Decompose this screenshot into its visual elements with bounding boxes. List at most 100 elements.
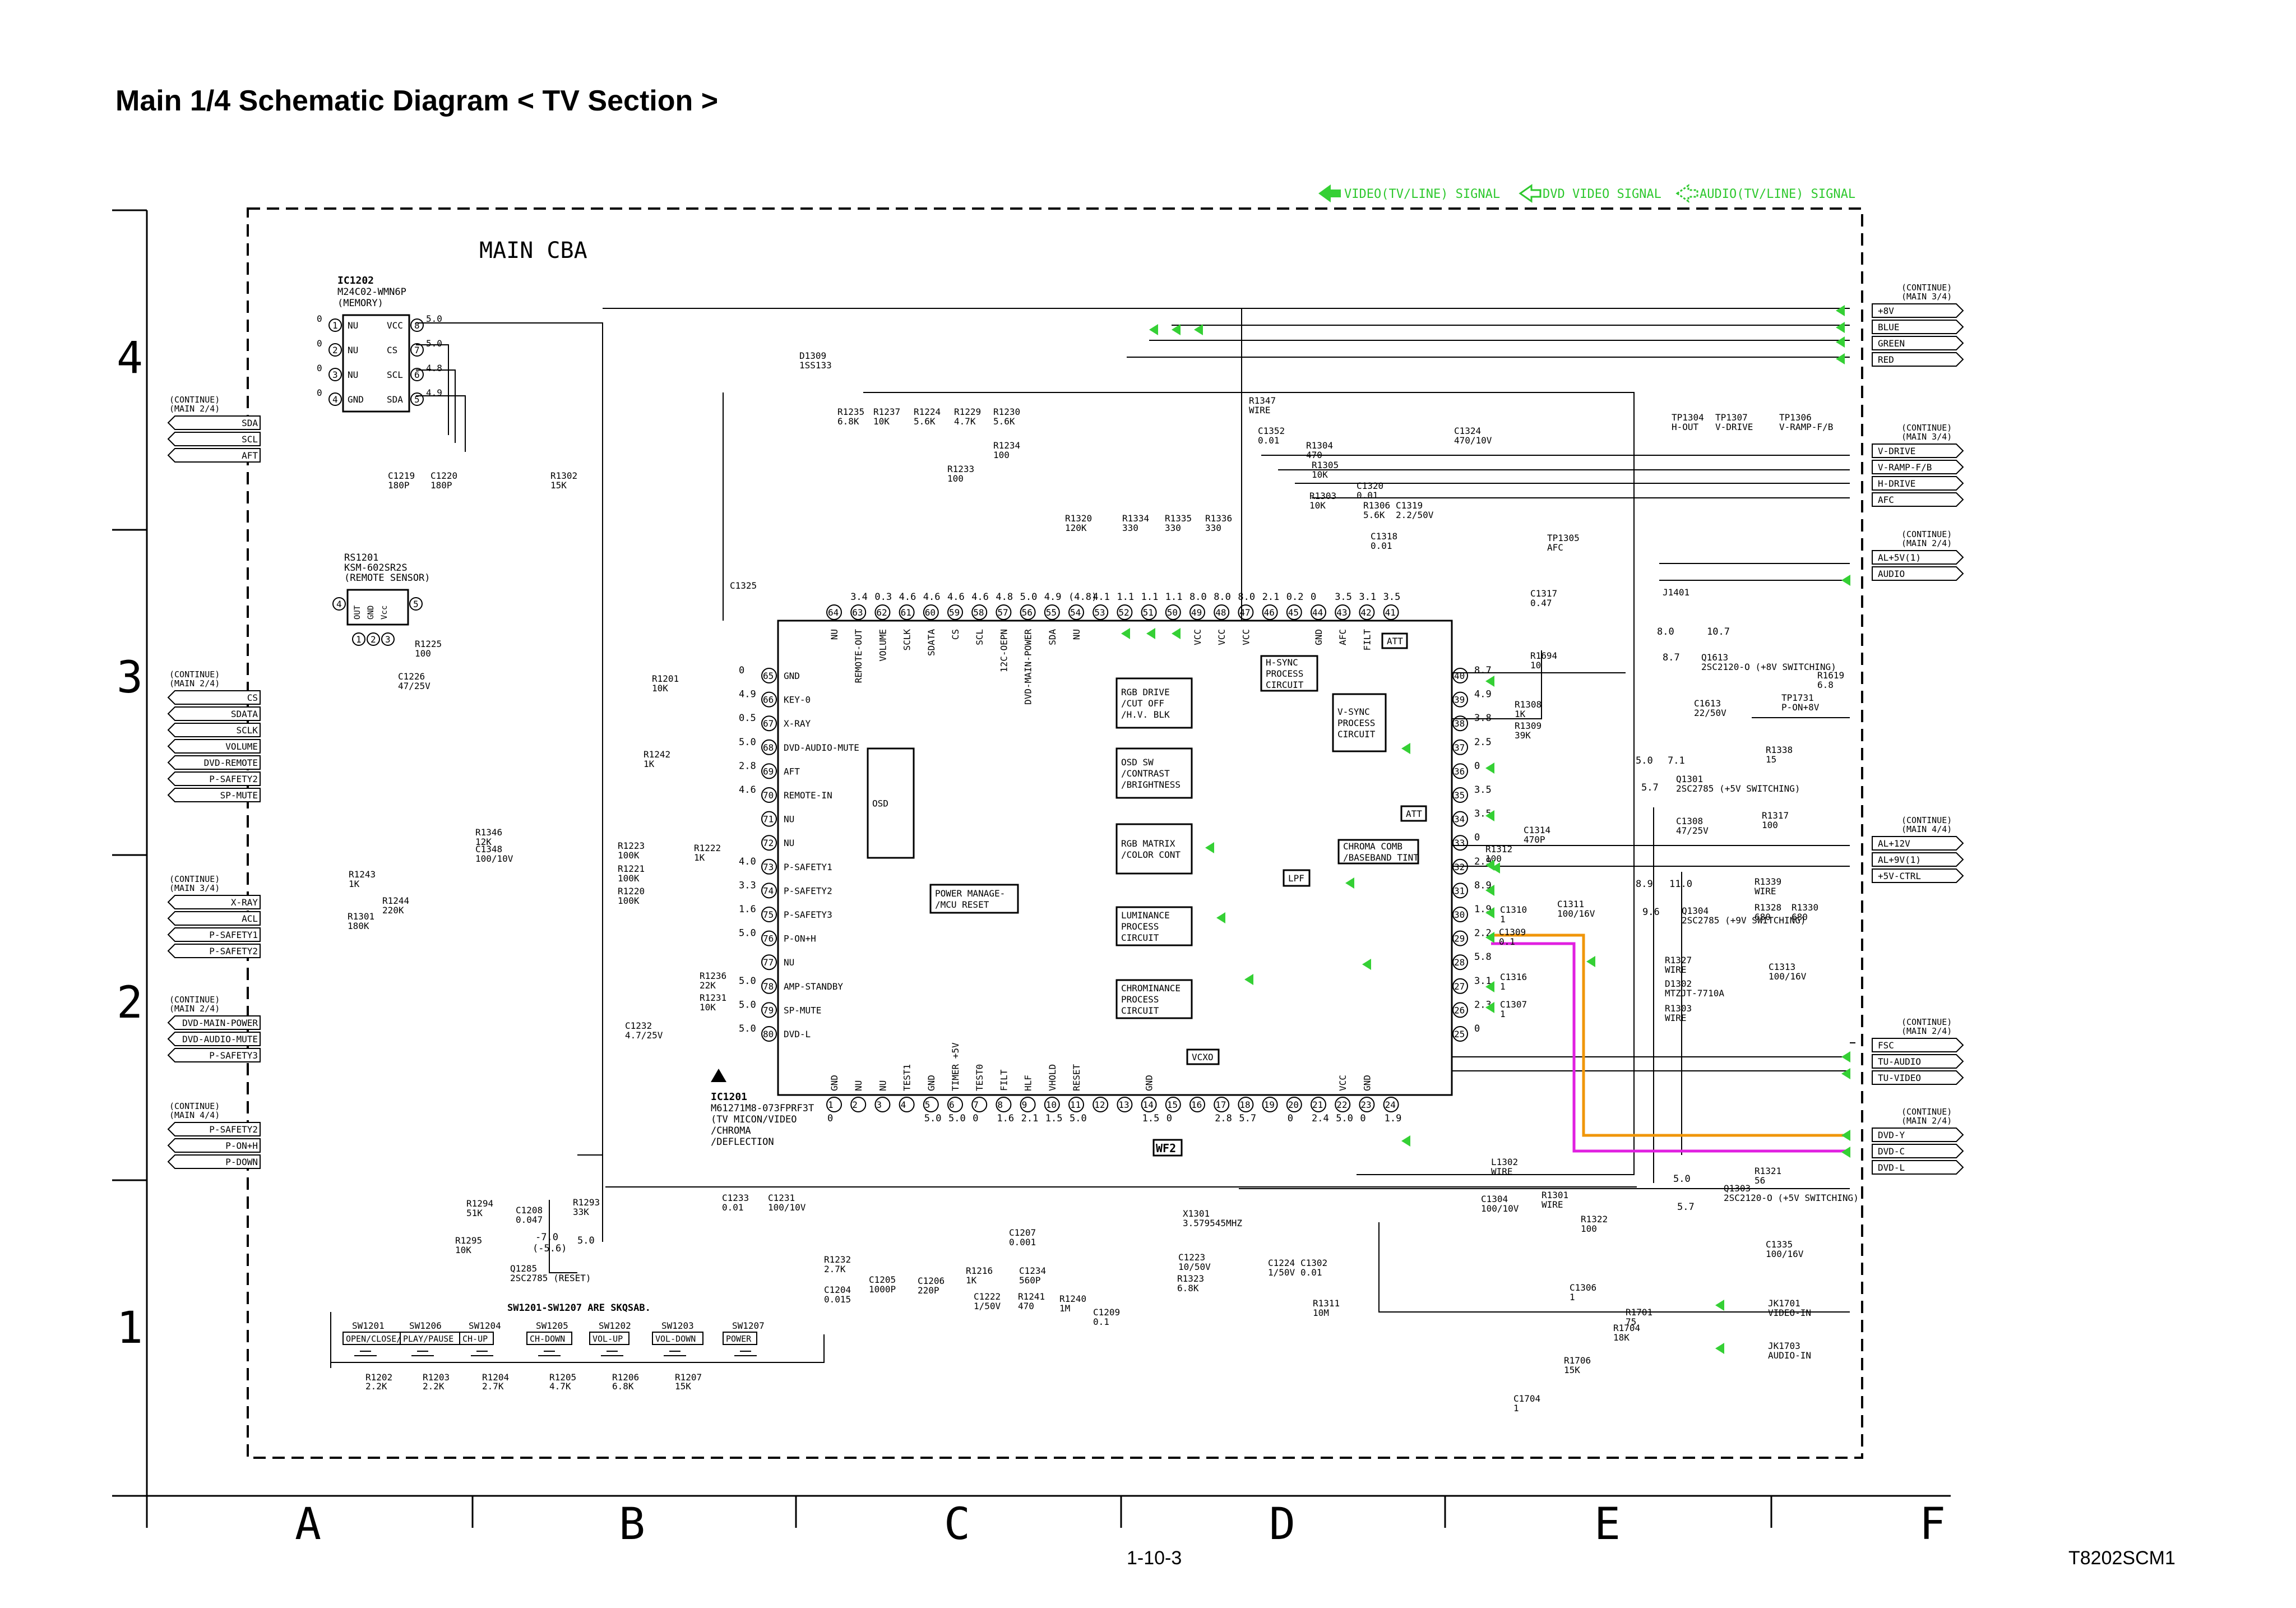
component-ref: R1230 xyxy=(993,406,1020,417)
component-value: 100 xyxy=(1581,1223,1597,1234)
signal-legend: VIDEO(TV/LINE) SIGNAL DVD VIDEO SIGNAL A… xyxy=(1318,184,1855,203)
pin-name: DVD-L xyxy=(784,1029,811,1039)
connector-signal: FSC xyxy=(1878,1040,1894,1051)
connector-signal: AFT xyxy=(242,450,258,461)
switch-ref: SW1201 xyxy=(352,1320,385,1331)
component-value: 470 xyxy=(1018,1301,1034,1311)
component-value: 10K xyxy=(873,416,890,427)
block-rgb-drive: RGB DRIVE/CUT OFF/H.V. BLK xyxy=(1115,677,1193,729)
component-ref: R1701 xyxy=(1626,1307,1652,1318)
pin-name: NU xyxy=(784,957,794,968)
pin-voltage: 4.9 xyxy=(1044,592,1062,603)
component-ref: R1241 xyxy=(1018,1291,1045,1302)
pin-voltage: 8.0 xyxy=(1238,592,1255,603)
legend-video-label: VIDEO(TV/LINE) SIGNAL xyxy=(1344,187,1500,201)
component-value: 100/16V xyxy=(1769,971,1807,982)
component-value: 22K xyxy=(700,980,716,991)
component-ref: R1301 xyxy=(1542,1190,1568,1200)
switch-resistor-value: 2.2K xyxy=(423,1381,445,1392)
component-ref: R1308 xyxy=(1515,699,1542,710)
block-label: PROCESS xyxy=(1121,921,1159,932)
pin-voltage: 8.0 xyxy=(1214,592,1231,603)
component-value: 15K xyxy=(1564,1365,1580,1375)
signal-arrow-icon xyxy=(1194,324,1203,335)
document-code: T8202SCM1 xyxy=(2068,1547,2175,1569)
pin-number: 31 xyxy=(1454,885,1465,896)
pin-voltage: 3.5 xyxy=(1335,592,1352,603)
component-value: 560P xyxy=(1019,1275,1041,1286)
pin-number: 29 xyxy=(1454,934,1465,944)
component-ref: R1301 xyxy=(348,911,374,922)
pin-number: 71 xyxy=(763,814,774,825)
pin-number: 42 xyxy=(1360,607,1371,618)
pin-voltage: 3.3 xyxy=(739,880,756,891)
component-ref: R1221 xyxy=(618,863,645,874)
legend-audio-label: AUDIO(TV/LINE) SIGNAL xyxy=(1700,187,1855,201)
ic1201-desc-1: (TV MICON/VIDEO xyxy=(711,1114,797,1125)
pin-voltage: 5.0 xyxy=(1336,1113,1353,1124)
pin-number: 21 xyxy=(1312,1099,1323,1110)
signal-arrow-icon xyxy=(1362,959,1371,970)
component-value: 680 xyxy=(1792,912,1808,922)
component-value: 1/50V xyxy=(974,1301,1001,1311)
right-connector-group: (CONTINUE)(MAIN 2/4)AL+5V(1)AUDIO xyxy=(1872,529,1964,581)
component-value: 47/25V xyxy=(1676,825,1709,836)
pin-voltage: 5.0 xyxy=(1070,1113,1087,1124)
connector-header: (MAIN 3/4) xyxy=(169,883,220,893)
block-att1: ATT xyxy=(1381,632,1408,649)
ic1202-desc: (MEMORY) xyxy=(337,298,383,309)
pin-number: 61 xyxy=(901,607,911,618)
block-label: /H.V. BLK xyxy=(1121,709,1170,720)
connector-signal: AFC xyxy=(1878,495,1894,505)
pin-name: SP-MUTE xyxy=(784,1005,821,1015)
block-label: LPF xyxy=(1288,873,1304,884)
pin-voltage: 0 xyxy=(1360,1113,1365,1124)
pin-voltage: 8.7 xyxy=(1474,665,1492,676)
connector-signal: AL+5V(1) xyxy=(1878,552,1921,563)
component-ref: C1220 xyxy=(430,470,457,481)
connector-signal: P-ON+H xyxy=(225,1140,258,1151)
component-ref: Q1301 xyxy=(1676,774,1703,784)
voltage-q1301-b: 5.0 xyxy=(1636,755,1653,766)
connector-signal: P-DOWN xyxy=(225,1157,258,1167)
component-ref: R1706 xyxy=(1564,1355,1591,1366)
component-ref: C1209 xyxy=(1093,1307,1120,1318)
pin-number: 34 xyxy=(1454,814,1465,825)
pin-name: SDA xyxy=(387,394,403,405)
component-ref: TP1305 xyxy=(1547,533,1580,543)
signal-arrow-icon xyxy=(1146,628,1155,639)
component-value: 2SC2785 (+5V SWITCHING) xyxy=(1676,783,1800,794)
signal-arrow-icon xyxy=(1836,353,1845,364)
voltage-q1301-e: 5.7 xyxy=(1641,782,1659,793)
signal-arrow-icon xyxy=(1586,956,1595,967)
pin-number: 18 xyxy=(1239,1099,1250,1110)
connector-signal: P-SAFETY2 xyxy=(209,946,258,957)
pin-name: TIMER +5V xyxy=(950,1042,961,1091)
component-ref: R1224 xyxy=(914,406,941,417)
component-value: 100/16V xyxy=(1766,1249,1804,1259)
pin-number: 1 xyxy=(828,1099,834,1110)
component-value: 6.8 xyxy=(1817,680,1834,690)
pin-name: NU xyxy=(1071,629,1082,640)
component-value: 5.6K xyxy=(1363,510,1385,520)
component-ref: C1223 xyxy=(1178,1252,1205,1263)
pin-number: 66 xyxy=(763,695,774,705)
signal-arrow-icon xyxy=(1836,336,1845,348)
grid-row-label: 1 xyxy=(117,1303,143,1353)
